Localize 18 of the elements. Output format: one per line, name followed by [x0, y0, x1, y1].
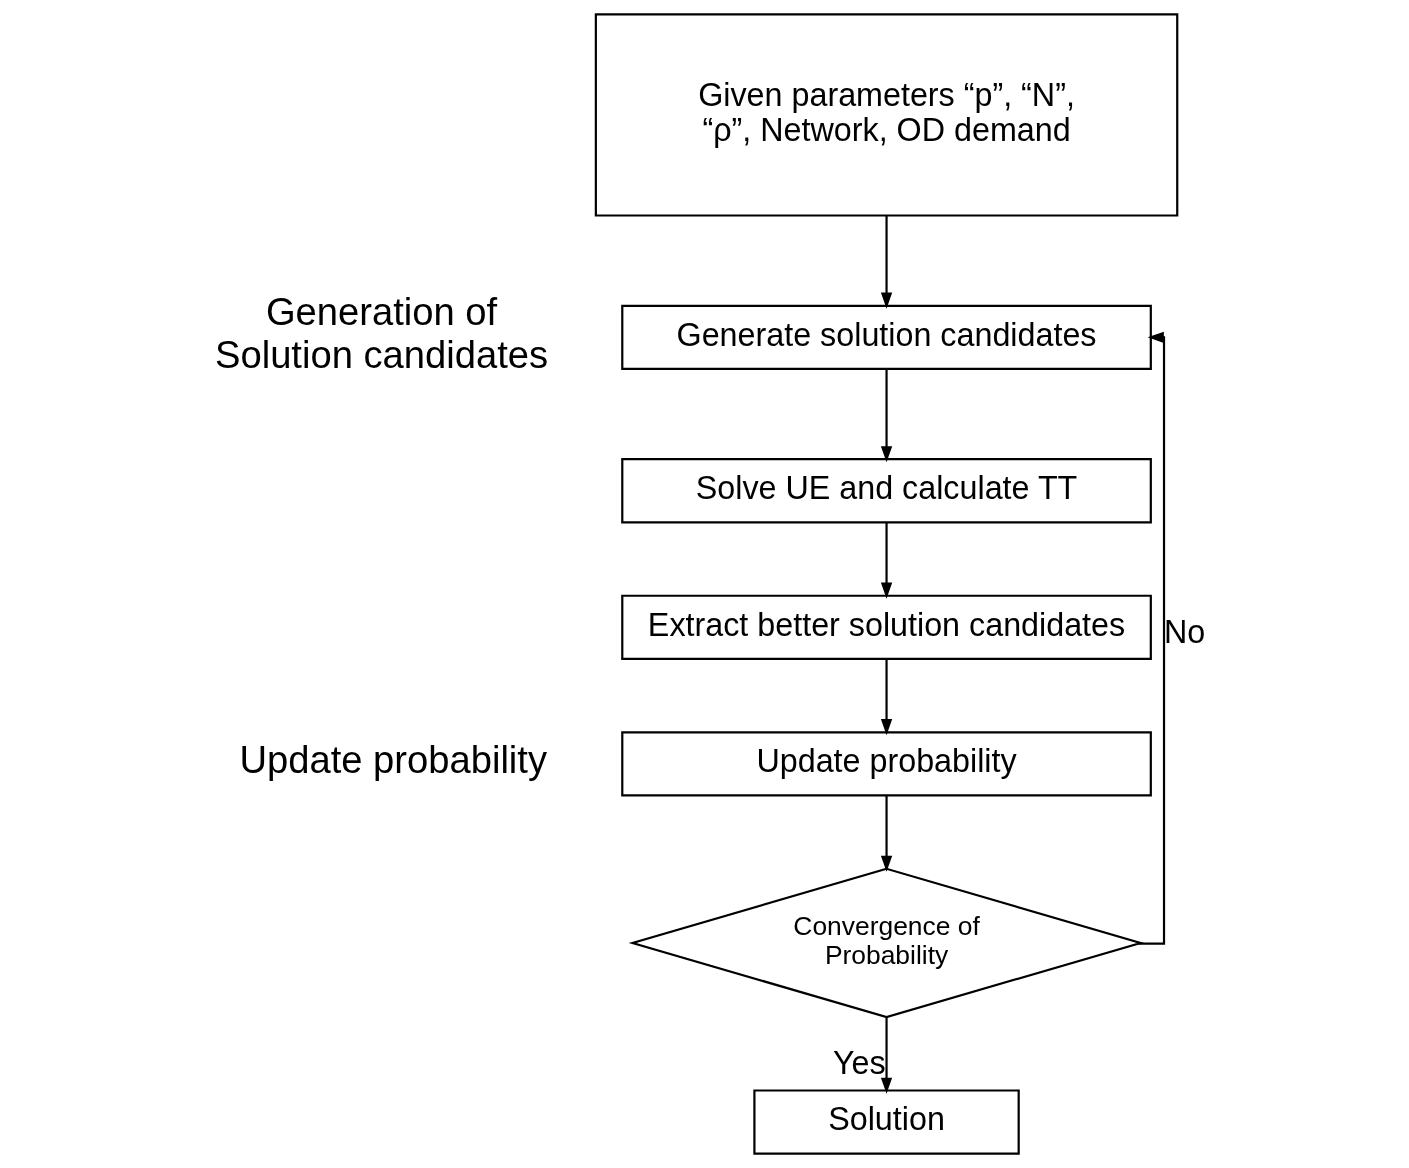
node-box: Update probability — [621, 731, 1152, 797]
label: Update probability — [239, 738, 548, 782]
node-box: Generate solution candidates — [621, 304, 1152, 371]
arrow — [880, 369, 893, 463]
label: Generation of Solution candidates — [214, 290, 549, 376]
edge-label: No — [1163, 614, 1206, 651]
arrow — [880, 659, 893, 736]
edge-label: Yes — [833, 1044, 886, 1081]
node-box: Given parameters “p”, “N”, “ρ”, Network, OD demand — [594, 13, 1179, 217]
node-box: Solve UE and calculate TT — [621, 458, 1152, 524]
arrow — [880, 522, 893, 599]
arrow — [880, 215, 893, 309]
node-box: Solution — [753, 1089, 1020, 1155]
arrow — [1138, 331, 1166, 945]
arrow — [880, 795, 893, 872]
node-diamond: Convergence of Probability — [628, 867, 1145, 1019]
arrow — [880, 1017, 893, 1094]
node-box: Extract better solution candidates — [621, 594, 1152, 660]
